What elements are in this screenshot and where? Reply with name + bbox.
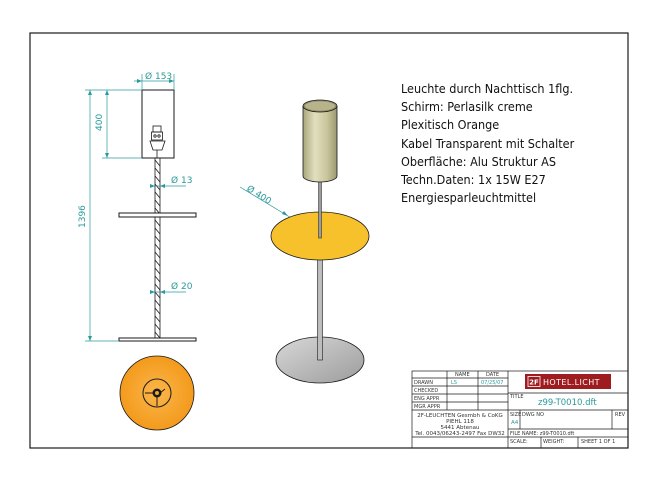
svg-text:HOTEL.LICHT: HOTEL.LICHT bbox=[543, 378, 600, 387]
top-view bbox=[119, 355, 195, 431]
svg-text:ENG APPR: ENG APPR bbox=[414, 396, 440, 402]
spec-line: Leuchte durch Nachttisch 1flg. bbox=[401, 81, 574, 96]
title-block-text: NAME DATE DRAWN LS 07/25/07 CHECKED ENG … bbox=[414, 372, 626, 445]
perspective-view bbox=[270, 99, 370, 384]
svg-text:DRAWN: DRAWN bbox=[414, 380, 433, 386]
shade-elevation bbox=[141, 89, 175, 159]
lower-rod-3d bbox=[317, 249, 323, 361]
shade-diameter-label: Ø 153 bbox=[145, 71, 172, 82]
spec-line: Techn.Daten: 1x 15W E27 bbox=[401, 172, 546, 188]
table-elevation bbox=[118, 212, 197, 218]
company-line: 2F-LEUCHTEN Gesmbh & CoKG bbox=[417, 413, 503, 419]
svg-text:DATE: DATE bbox=[486, 372, 499, 378]
drawing-title: z99-T0010.dft bbox=[538, 398, 597, 408]
socket-detail bbox=[149, 125, 166, 158]
svg-text:CHECKED: CHECKED bbox=[414, 388, 438, 394]
company-line: 5441 Abtenau bbox=[441, 425, 480, 431]
table-diameter-label: Ø 400 bbox=[244, 183, 273, 207]
svg-text:SIZE: SIZE bbox=[510, 412, 521, 418]
front-elevation-view bbox=[118, 89, 197, 342]
spec-line: Energiesparleuchtmittel bbox=[401, 190, 537, 206]
spec-line: Oberfläche: Alu Struktur AS bbox=[401, 153, 556, 169]
shade-height-label: 400 bbox=[95, 114, 105, 131]
upper-rod-3d bbox=[318, 177, 322, 239]
sheet-border bbox=[29, 32, 629, 449]
svg-text:LS: LS bbox=[451, 380, 457, 386]
svg-text:NAME: NAME bbox=[455, 372, 470, 378]
upper-rod-diameter-label: Ø 13 bbox=[171, 175, 192, 186]
shade-3d bbox=[302, 105, 338, 183]
svg-text:DWG NO: DWG NO bbox=[522, 412, 544, 418]
svg-text:SCALE:: SCALE: bbox=[510, 439, 528, 445]
total-height-label: 1396 bbox=[78, 205, 88, 228]
svg-text:07/25/07: 07/25/07 bbox=[481, 380, 503, 386]
rod-elevation bbox=[154, 158, 161, 340]
company-line: PIEHL 118 bbox=[446, 419, 474, 425]
specification-text: Leuchte durch Nachttisch 1flg. Schirm: P… bbox=[401, 80, 621, 207]
company-logo: 2F HOTEL.LICHT bbox=[525, 374, 611, 389]
svg-text:A4: A4 bbox=[511, 420, 519, 426]
spec-line: Schirm: Perlasilk creme bbox=[401, 99, 533, 115]
svg-text:REV: REV bbox=[615, 412, 626, 418]
company-line: Tel. 0043/06243-2497 Fax DW32 bbox=[414, 431, 505, 437]
svg-text:TITLE: TITLE bbox=[509, 394, 524, 400]
spec-line: Kabel Transparent mit Schalter bbox=[401, 135, 575, 151]
lower-rod-diameter-label: Ø 20 bbox=[171, 281, 193, 292]
svg-text:MGR APPR: MGR APPR bbox=[414, 404, 441, 410]
svg-text:SHEET 1 OF 1: SHEET 1 OF 1 bbox=[581, 439, 615, 445]
spec-line: Plexitisch Orange bbox=[401, 117, 500, 133]
svg-text:WEIGHT:: WEIGHT: bbox=[543, 439, 565, 445]
file-name: FILE NAME: z99-T0010.dft bbox=[510, 431, 574, 437]
base-elevation bbox=[118, 337, 197, 342]
svg-text:2F: 2F bbox=[529, 379, 539, 387]
title-block bbox=[411, 370, 629, 449]
shade-top-ring bbox=[142, 378, 172, 408]
